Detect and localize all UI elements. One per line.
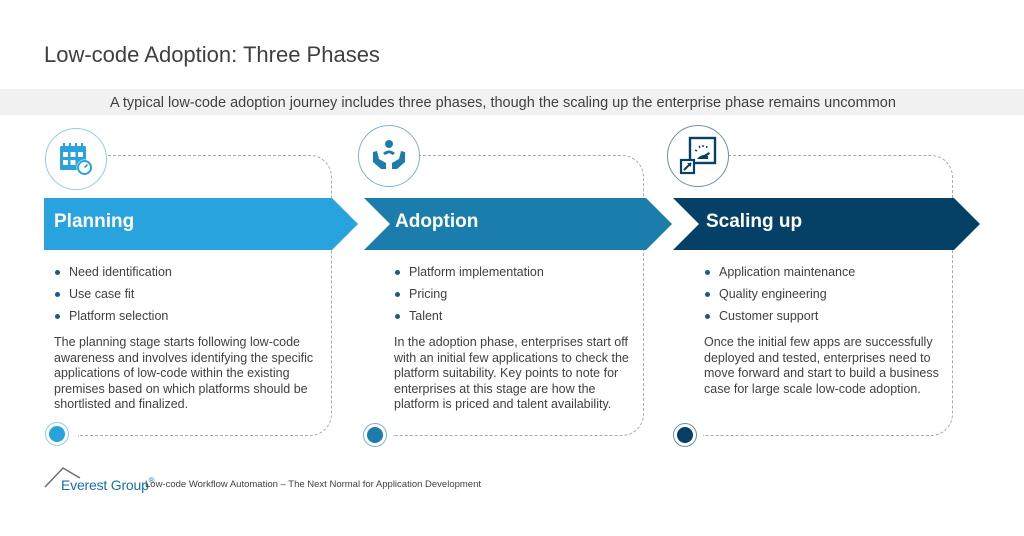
phase-label: Scaling up — [706, 211, 803, 232]
bullet-item: Platform selection — [54, 308, 172, 330]
phase-label: Adoption — [395, 211, 479, 232]
phase-description: In the adoption phase, enterprises start… — [394, 335, 629, 412]
icon-circle — [45, 128, 107, 190]
bullet-item: Application maintenance — [704, 264, 855, 286]
scale-gauge-icon — [679, 136, 717, 175]
bullet-list: Application maintenance Quality engineer… — [704, 264, 855, 330]
subtitle-band: A typical low-code adoption journey incl… — [0, 89, 1024, 115]
icon-circle — [667, 125, 729, 187]
dashed-connector — [703, 155, 953, 436]
phase-description: Once the initial few apps are successful… — [704, 335, 939, 396]
bullet-item: Use case fit — [54, 286, 172, 308]
bullet-item: Platform implementation — [394, 264, 544, 286]
bullet-item: Quality engineering — [704, 286, 855, 308]
phase-arrow-planning: Planning — [44, 198, 358, 250]
arrow-shape — [364, 198, 672, 250]
arrow-shape — [673, 198, 980, 250]
bullet-list: Need identification Use case fit Platfor… — [54, 264, 172, 330]
bullet-item: Pricing — [394, 286, 544, 308]
icon-circle — [358, 125, 420, 187]
phase-description: The planning stage starts following low-… — [54, 335, 314, 412]
phase-arrow-adoption: Adoption — [364, 198, 672, 250]
dashed-connector — [78, 155, 332, 436]
registered-mark: ® — [148, 476, 155, 485]
arrow-shape — [44, 198, 358, 250]
phase-arrow-scaling: Scaling up — [673, 198, 980, 250]
phase-label: Planning — [54, 211, 135, 232]
bullet-list: Platform implementation Pricing Talent — [394, 264, 544, 330]
subtitle-text: A typical low-code adoption journey incl… — [110, 95, 896, 111]
everest-logo-icon — [44, 467, 81, 488]
timeline-node — [673, 423, 697, 447]
bullet-item: Talent — [394, 308, 544, 330]
bullet-item: Need identification — [54, 264, 172, 286]
timeline-node — [45, 422, 69, 446]
footer-report-title: Low-code Workflow Automation – The Next … — [145, 479, 482, 490]
hands-person-icon — [373, 140, 405, 169]
dashed-connector — [393, 155, 644, 436]
footer-brand: Everest Group® — [61, 476, 155, 493]
calendar-clock-icon — [60, 143, 93, 176]
brand-name: Everest Group — [61, 477, 149, 493]
bullet-item: Customer support — [704, 308, 855, 330]
timeline-node — [363, 423, 387, 447]
page-title: Low-code Adoption: Three Phases — [44, 42, 380, 67]
